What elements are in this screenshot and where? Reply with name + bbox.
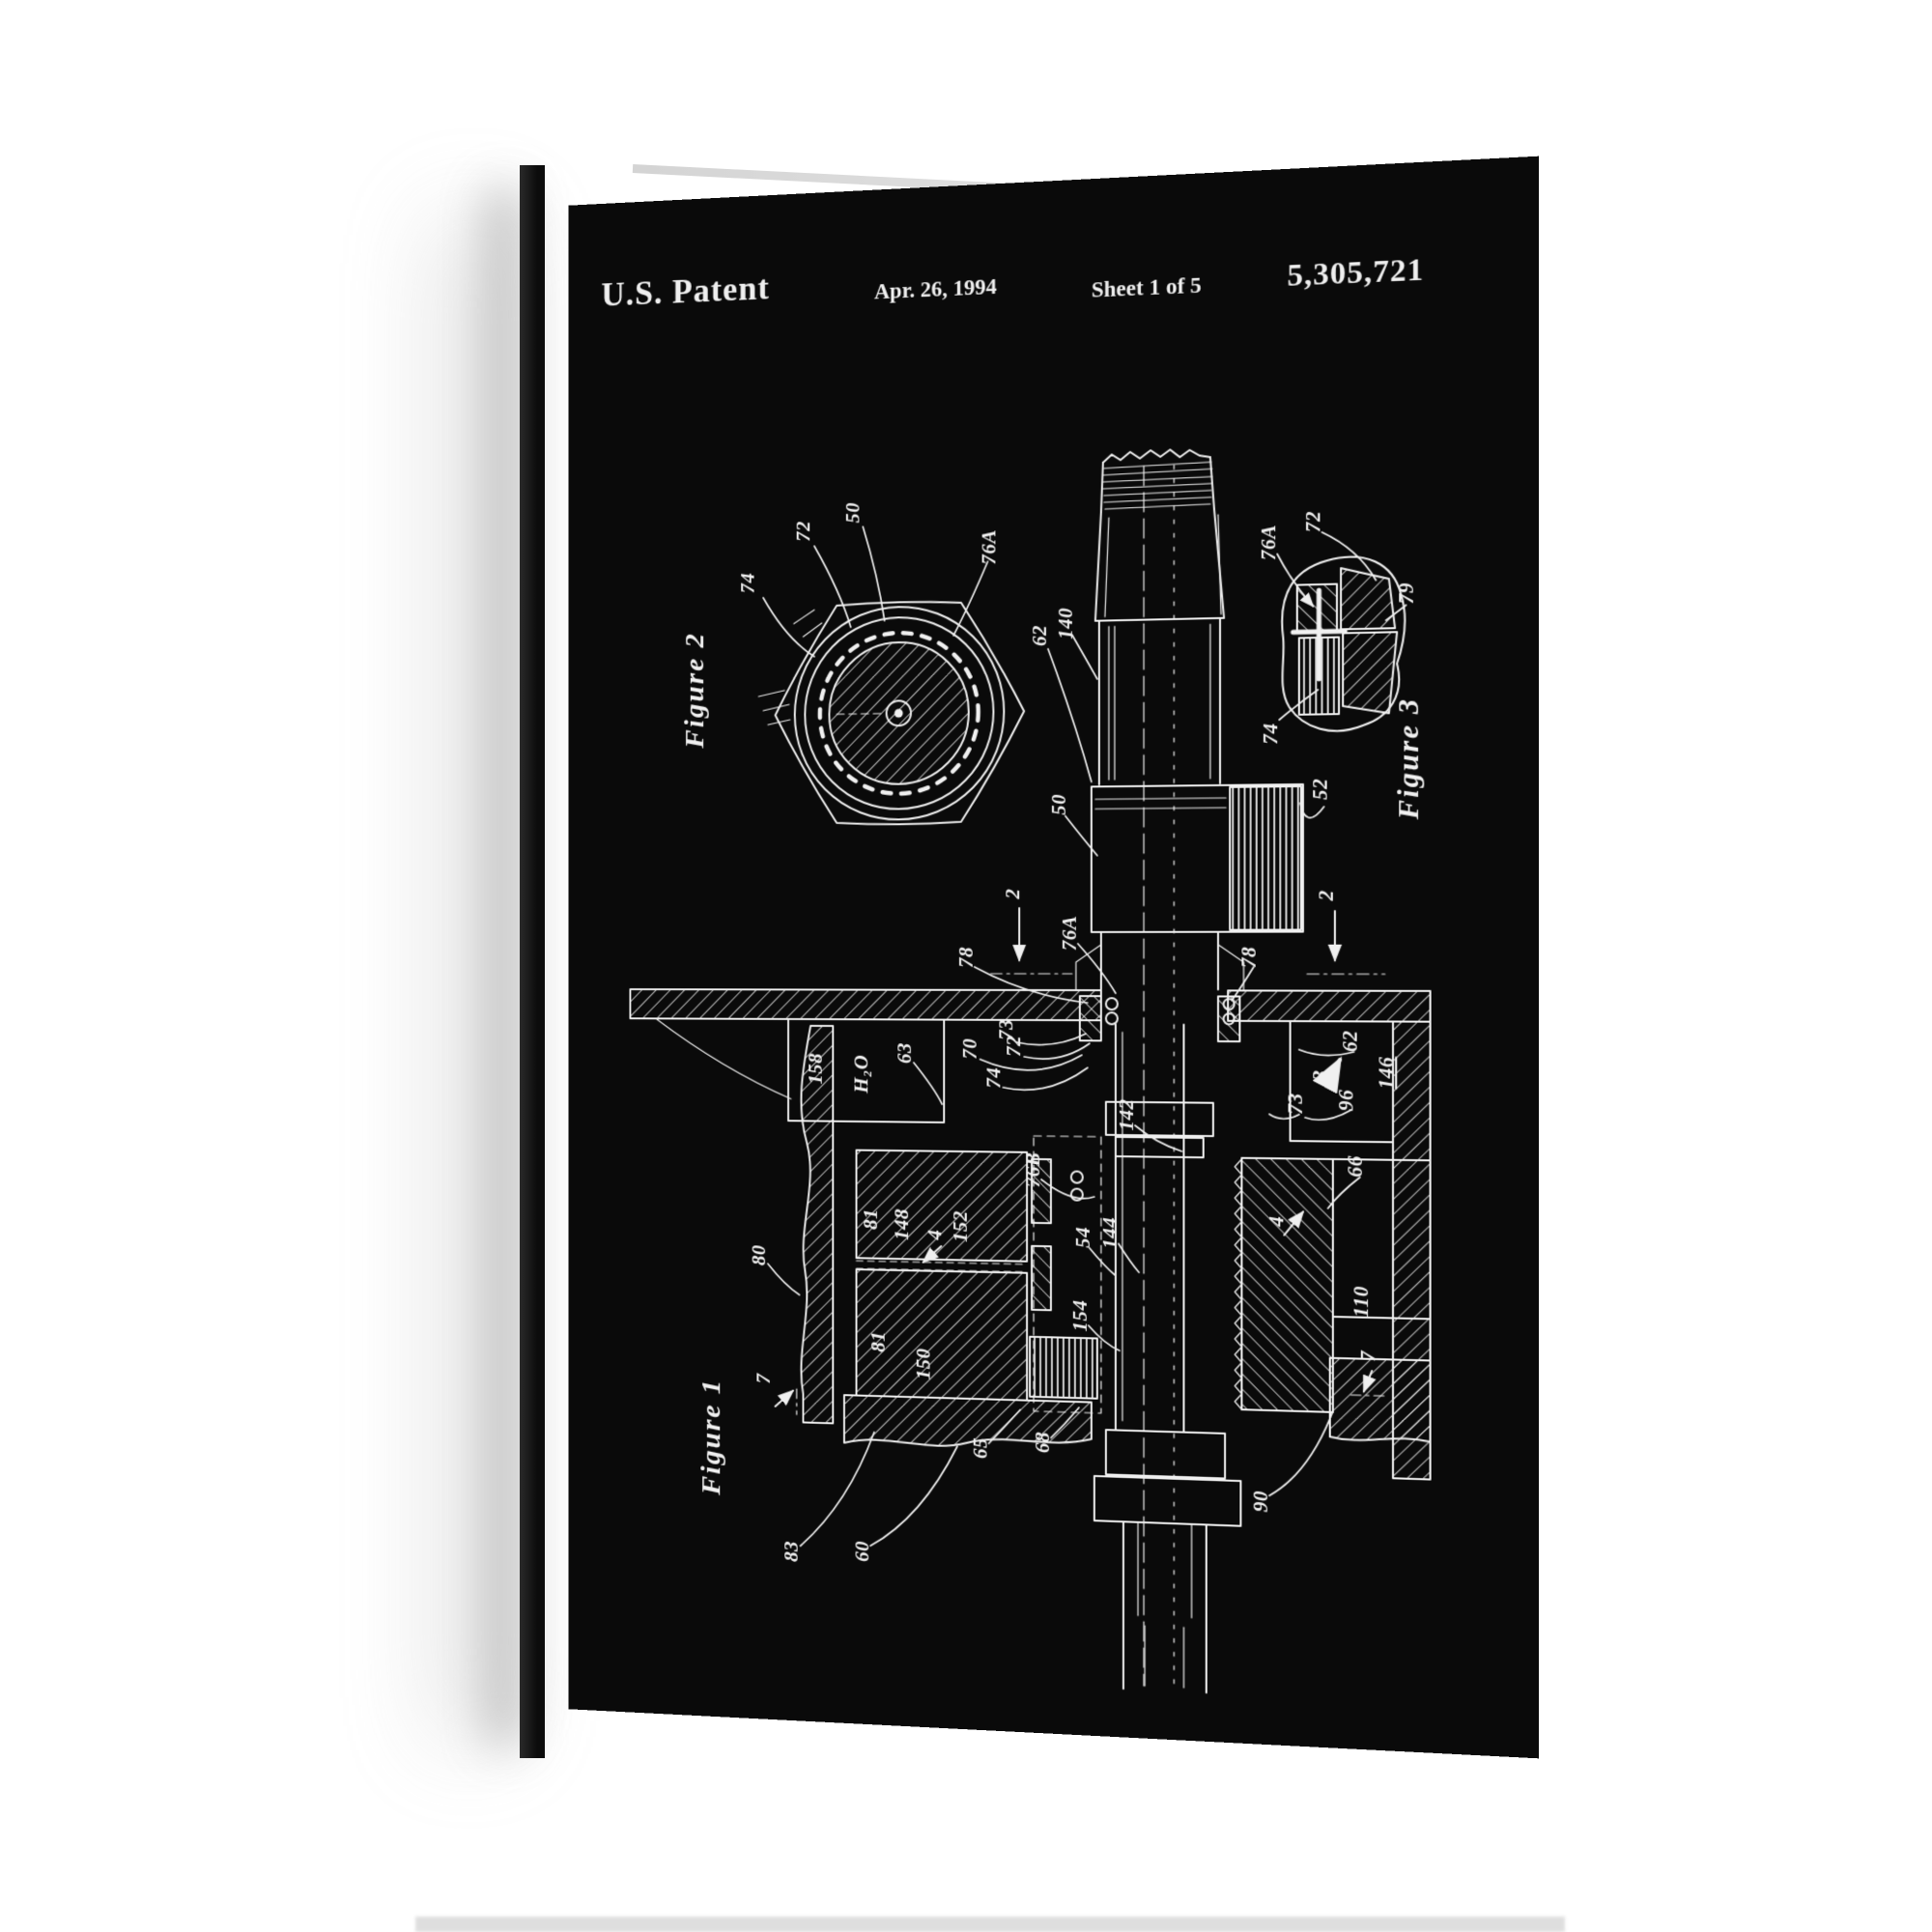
part-number-label: 70 bbox=[960, 1038, 981, 1060]
part-number-label: 4 bbox=[924, 1229, 946, 1240]
patent-sheet: U.S. Patent Apr. 26, 1994 Sheet 1 of 5 5… bbox=[569, 156, 1540, 1759]
part-number-label: 140 bbox=[1056, 608, 1077, 640]
part-number-label: 63 bbox=[895, 1042, 916, 1064]
part-number-label: 54 bbox=[1073, 1227, 1094, 1248]
part-number-label: 79 bbox=[1396, 582, 1418, 605]
part-number-label: 73 bbox=[1285, 1093, 1307, 1115]
part-number-label: 60 bbox=[852, 1541, 873, 1563]
part-number-label: 150 bbox=[914, 1348, 935, 1379]
part-number-label: 110 bbox=[1350, 1286, 1373, 1318]
part-number-label: 76B bbox=[1023, 1152, 1044, 1188]
part-number-label: 65 bbox=[970, 1437, 991, 1460]
part-number-label: 152 bbox=[951, 1210, 972, 1242]
part-number-label: 144 bbox=[1100, 1217, 1122, 1250]
part-number-label: 146 bbox=[1376, 1057, 1398, 1090]
part-number-label: 78 bbox=[1238, 947, 1261, 968]
part-number-label: 3 bbox=[1310, 1070, 1332, 1082]
part-number-label: 7 bbox=[1357, 1350, 1379, 1362]
figure-1-assembly bbox=[630, 441, 1430, 1704]
part-number-label: 72 bbox=[1004, 1036, 1025, 1057]
part-number-label: 78 bbox=[956, 947, 978, 968]
part-number-label: 62 bbox=[1340, 1030, 1362, 1052]
figure-title-label: Figure 1 bbox=[696, 1378, 726, 1496]
part-number-label: 74 bbox=[983, 1067, 1005, 1089]
part-number-label: H₂O bbox=[851, 1055, 872, 1094]
figure-title-label: Figure 2 bbox=[680, 632, 710, 750]
part-number-label: 50 bbox=[843, 501, 865, 523]
part-number-label: 83 bbox=[781, 1541, 803, 1562]
part-number-label: 74 bbox=[1261, 723, 1283, 745]
part-number-label: 2 bbox=[1316, 890, 1338, 901]
part-number-label: 76A bbox=[979, 529, 1000, 565]
part-number-label: 142 bbox=[1117, 1098, 1139, 1130]
floor-line bbox=[415, 1917, 1565, 1932]
part-number-label: 4 bbox=[1266, 1215, 1289, 1228]
canvas-print: U.S. Patent Apr. 26, 1994 Sheet 1 of 5 5… bbox=[569, 156, 1540, 1759]
part-number-label: 7 bbox=[753, 1373, 774, 1384]
part-number-label: 148 bbox=[892, 1208, 913, 1240]
part-number-label: 154 bbox=[1070, 1299, 1092, 1332]
part-number-label: 76A bbox=[1258, 525, 1280, 561]
figure-2-knob bbox=[758, 599, 1024, 825]
figure-title-label: Figure 3 bbox=[1393, 697, 1426, 821]
part-number-label: 73 bbox=[996, 1019, 1017, 1040]
part-number-label: 2 bbox=[1003, 889, 1024, 900]
part-number-label: 72 bbox=[793, 521, 814, 542]
part-number-label: 52 bbox=[1310, 779, 1332, 801]
part-number-label: 158 bbox=[806, 1053, 827, 1085]
part-number-label: 81 bbox=[861, 1208, 882, 1230]
part-number-label: 96 bbox=[1336, 1089, 1358, 1111]
part-number-label: 50 bbox=[1049, 794, 1070, 815]
part-number-label: 81 bbox=[868, 1331, 890, 1352]
canvas-side-edge bbox=[520, 165, 545, 1758]
part-number-label: 62 bbox=[1030, 625, 1051, 646]
canvas-shadow bbox=[488, 187, 521, 1747]
part-number-label: 80 bbox=[749, 1244, 769, 1265]
part-number-label: 74 bbox=[738, 572, 758, 593]
figure-3-detail bbox=[1282, 555, 1405, 731]
part-number-label: 66 bbox=[1345, 1155, 1367, 1178]
part-number-label: 68 bbox=[1033, 1432, 1054, 1454]
part-number-label: 90 bbox=[1250, 1491, 1272, 1513]
part-number-label: 76A bbox=[1060, 916, 1081, 952]
part-number-label: 72 bbox=[1303, 510, 1325, 532]
